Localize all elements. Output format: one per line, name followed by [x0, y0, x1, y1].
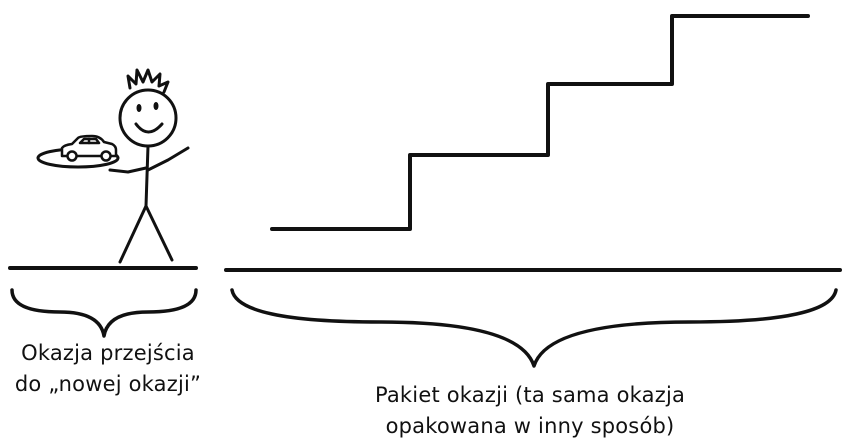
caption-opportunity-package: Pakiet okazji (ta sama okazja opakowana …: [300, 380, 760, 442]
left-eye: [136, 104, 142, 112]
caption-right-line2: opakowana w inny sposób): [385, 414, 675, 438]
car-rear-wheel: [100, 150, 112, 162]
head: [118, 88, 178, 148]
left-brace: [10, 288, 198, 338]
right-leg: [144, 204, 174, 262]
caption-left-line1: Okazja przejścia: [21, 341, 195, 365]
stick-figure-icon: [108, 68, 190, 264]
right-eye: [153, 102, 159, 110]
car-icon: [60, 134, 118, 162]
right-arm: [146, 146, 190, 172]
caption-right-line1: Pakiet okazji (ta sama okazja: [374, 383, 686, 407]
caption-left-line2: do „nowej okazji”: [14, 372, 202, 396]
smile: [134, 122, 164, 134]
car-body: [60, 134, 118, 158]
torso: [144, 144, 150, 208]
right-brace: [230, 288, 838, 368]
left-leg: [118, 204, 148, 264]
staircase-icon: [270, 14, 810, 231]
hair: [126, 68, 170, 94]
caption-transition-opportunity: Okazja przejścia do „nowej okazji”: [0, 338, 216, 400]
left-arm: [108, 166, 148, 174]
car-front-wheel: [66, 150, 78, 162]
